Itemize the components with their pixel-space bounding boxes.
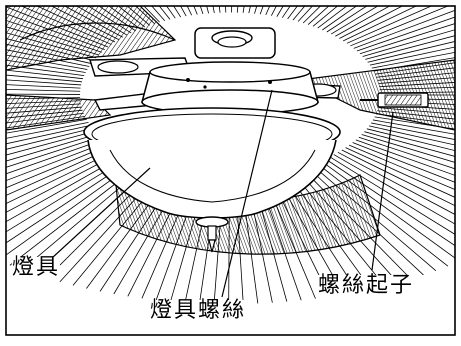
screwdriver-label: 螺絲起子 (318, 273, 415, 298)
leader-line-screw (221, 89, 273, 298)
finial (207, 225, 217, 241)
frame-border (5, 5, 456, 336)
leader-line-fixture (51, 167, 151, 259)
light-fixture-label: 燈具 (12, 255, 61, 280)
screwdriver-tool (360, 92, 429, 108)
fixture-screw-label: 燈具螺絲 (150, 298, 247, 323)
fan-blade-upper-left (6, 6, 177, 71)
fan-blade-left (6, 94, 112, 131)
leader-line-driver (371, 111, 394, 271)
